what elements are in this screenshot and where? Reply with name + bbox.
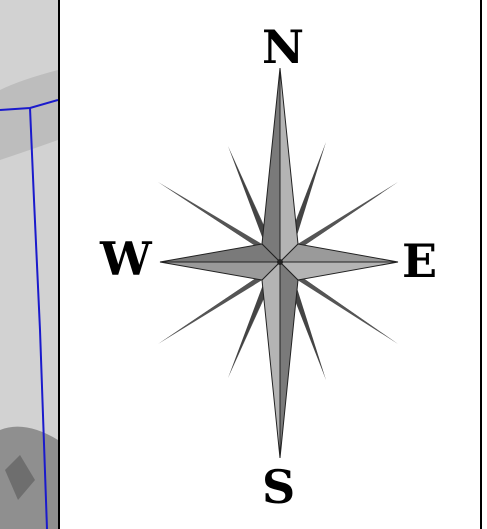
east-label: E [402, 238, 437, 284]
west-label: W [100, 236, 152, 282]
north-label: N [262, 24, 304, 70]
cardinal-points [160, 68, 398, 458]
south-label: S [262, 464, 295, 510]
